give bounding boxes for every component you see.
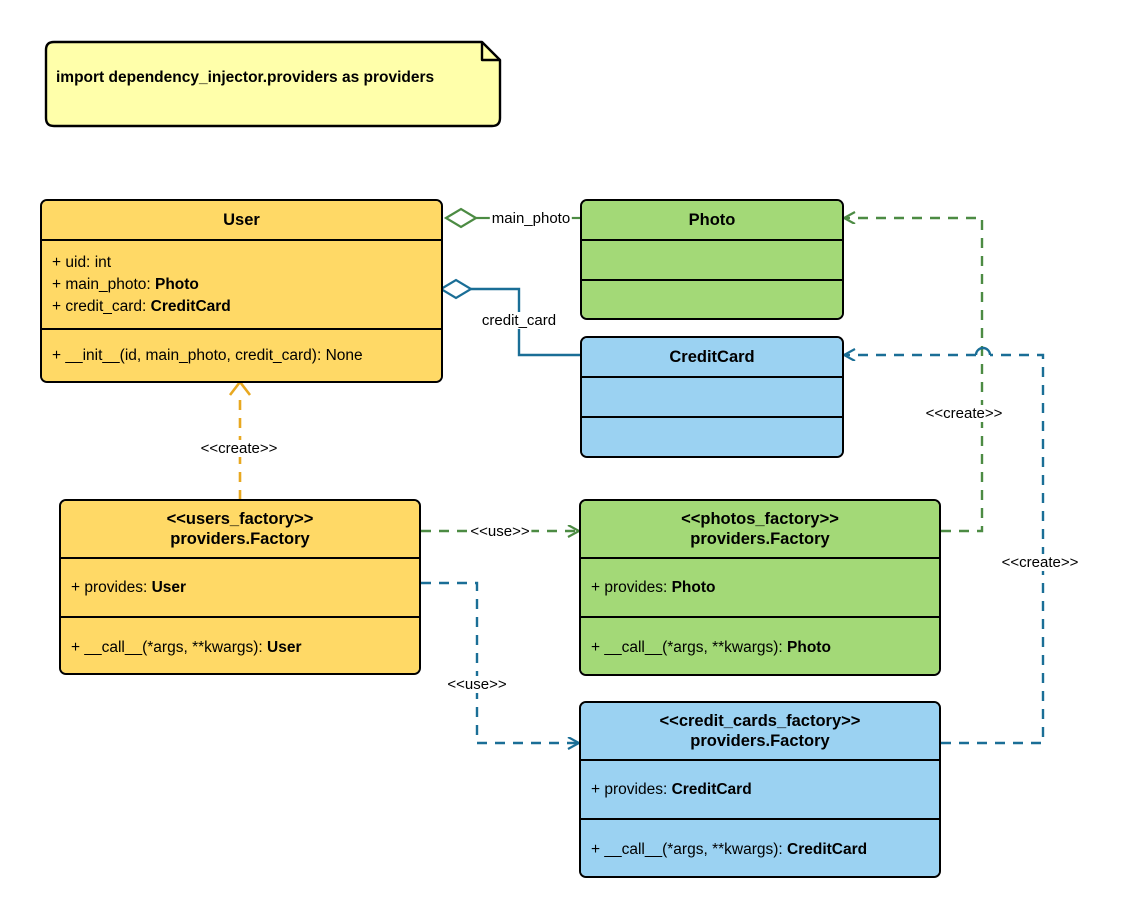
class-methods-users-factory: + __call__(*args, **kwargs): User xyxy=(61,618,419,673)
visibility-marker: + xyxy=(591,841,601,858)
class-title-credit-card: CreditCard xyxy=(582,338,842,378)
attribute-name: uid: xyxy=(65,253,95,271)
visibility-marker: + xyxy=(71,638,81,656)
attribute-name: main_photo: xyxy=(65,275,155,293)
class-title-photo: Photo xyxy=(582,201,842,241)
visibility-marker: + xyxy=(52,347,62,364)
edge-label-credit-cards-factory-create: <<create>> xyxy=(999,554,1081,571)
method-row: + __call__(*args, **kwargs): CreditCard xyxy=(591,839,929,861)
method-return-type: Photo xyxy=(787,639,831,656)
class-stereotype-users-factory: <<users_factory>> xyxy=(166,510,314,528)
class-methods-user: + __init__(id, main_photo, credit_card):… xyxy=(42,330,441,381)
class-title-credit-cards-factory: <<credit_cards_factory>> providers.Facto… xyxy=(581,703,939,761)
attribute-row: + provides: User xyxy=(71,577,409,599)
method-return-type: User xyxy=(267,638,302,656)
attribute-type: User xyxy=(151,578,187,596)
attribute-type: CreditCard xyxy=(150,297,231,315)
visibility-marker: + xyxy=(591,639,601,656)
edge-photos-factory-create-photo xyxy=(845,218,984,533)
class-title-user: User xyxy=(42,201,441,241)
class-box-photo[interactable]: Photo xyxy=(580,199,844,320)
edge-label-main-photo: main_photo xyxy=(489,210,573,227)
class-box-photos-factory[interactable]: <<photos_factory>> providers.Factory + p… xyxy=(579,499,941,676)
visibility-marker: + xyxy=(52,253,62,271)
class-methods-credit-card xyxy=(582,418,842,456)
edge-label-use-credit-cards-factory: <<use>> xyxy=(445,676,509,693)
visibility-marker: + xyxy=(52,297,62,315)
method-row: + __init__(id, main_photo, credit_card):… xyxy=(52,345,431,367)
class-name-photos-factory: providers.Factory xyxy=(690,530,830,548)
attribute-name: credit_card: xyxy=(65,297,151,315)
edge-users-factory-use-credit-cards-factory xyxy=(421,581,578,743)
method-signature: __call__(*args, **kwargs): xyxy=(604,639,788,656)
class-attributes-credit-cards-factory: + provides: CreditCard xyxy=(581,761,939,820)
method-signature: __init__(id, main_photo, credit_card): N… xyxy=(65,347,363,364)
attribute-row: + uid: int xyxy=(52,252,431,274)
note-shape xyxy=(44,40,502,128)
edge-label-use-photos-factory: <<use>> xyxy=(468,523,532,540)
visibility-marker: + xyxy=(591,578,601,596)
visibility-marker: + xyxy=(591,780,601,798)
class-methods-credit-cards-factory: + __call__(*args, **kwargs): CreditCard xyxy=(581,820,939,876)
note-text: import dependency_injector.providers as … xyxy=(56,69,435,86)
visibility-marker: + xyxy=(71,578,81,596)
class-title-photos-factory: <<photos_factory>> providers.Factory xyxy=(581,501,939,559)
class-name-credit-cards-factory: providers.Factory xyxy=(690,732,830,750)
attribute-name: provides: xyxy=(604,780,672,798)
attribute-row: + provides: CreditCard xyxy=(591,779,929,801)
attribute-row: + main_photo: Photo xyxy=(52,274,431,296)
class-attributes-photo xyxy=(582,241,842,281)
method-return-type: CreditCard xyxy=(787,841,868,858)
attribute-row: + provides: Photo xyxy=(591,577,929,599)
attribute-name: provides: xyxy=(604,578,672,596)
method-signature: __call__(*args, **kwargs): xyxy=(604,841,788,858)
class-name-users-factory: providers.Factory xyxy=(170,530,310,548)
attribute-name: provides: xyxy=(84,578,152,596)
edge-label-credit-card: credit_card xyxy=(479,312,559,329)
edge-label-photos-factory-create: <<create>> xyxy=(923,405,1005,422)
attribute-type: Photo xyxy=(671,578,716,596)
class-attributes-user: + uid: int + main_photo: Photo + credit_… xyxy=(42,241,441,330)
attribute-row: + credit_card: CreditCard xyxy=(52,296,431,318)
class-name-user: User xyxy=(223,211,260,229)
attribute-type: CreditCard xyxy=(671,780,752,798)
class-stereotype-photos-factory: <<photos_factory>> xyxy=(681,510,839,528)
class-methods-photo xyxy=(582,281,842,318)
method-signature: __call__(*args, **kwargs): xyxy=(84,638,268,656)
class-box-credit-card[interactable]: CreditCard xyxy=(580,336,844,458)
visibility-marker: + xyxy=(52,275,62,293)
class-name-credit-card: CreditCard xyxy=(669,348,755,366)
class-attributes-credit-card xyxy=(582,378,842,418)
import-note: import dependency_injector.providers as … xyxy=(38,40,502,128)
attribute-type: int xyxy=(94,253,112,271)
edge-label-users-factory-create: <<create>> xyxy=(198,440,280,457)
class-attributes-users-factory: + provides: User xyxy=(61,559,419,618)
class-stereotype-credit-cards-factory: <<credit_cards_factory>> xyxy=(659,712,861,730)
method-row: + __call__(*args, **kwargs): User xyxy=(71,637,409,659)
class-title-users-factory: <<users_factory>> providers.Factory xyxy=(61,501,419,559)
method-row: + __call__(*args, **kwargs): Photo xyxy=(591,637,929,659)
class-attributes-photos-factory: + provides: Photo xyxy=(581,559,939,618)
class-methods-photos-factory: + __call__(*args, **kwargs): Photo xyxy=(581,618,939,674)
class-box-user[interactable]: User + uid: int + main_photo: Photo + cr… xyxy=(40,199,443,383)
attribute-type: Photo xyxy=(155,275,199,293)
class-box-users-factory[interactable]: <<users_factory>> providers.Factory + pr… xyxy=(59,499,421,675)
class-name-photo: Photo xyxy=(688,211,736,229)
class-box-credit-cards-factory[interactable]: <<credit_cards_factory>> providers.Facto… xyxy=(579,701,941,878)
